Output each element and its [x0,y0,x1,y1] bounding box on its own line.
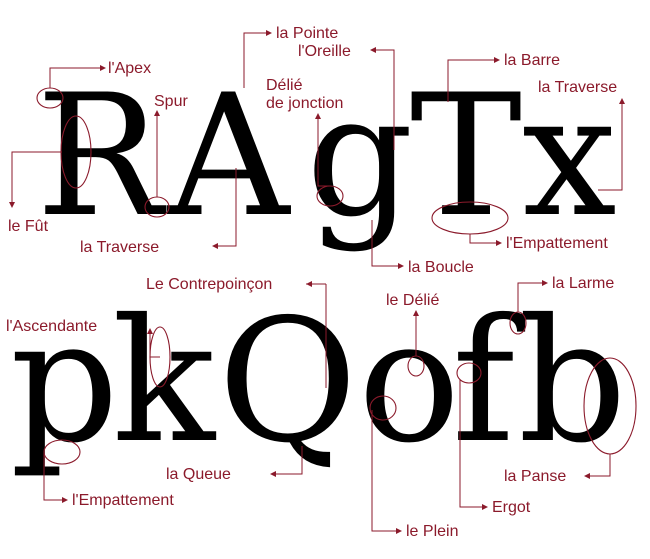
glyph-T: T [410,58,522,254]
label-empattement-top: l'Empattement [506,235,608,252]
arrow-apex [100,65,106,71]
leader-ergot [459,380,486,508]
label-plein: le Plein [406,523,458,540]
leader-traverse-top [598,100,623,191]
annotation-labels: l'Apex la Pointe l'Oreille la Barre la T… [6,25,617,540]
arrow-oreille [370,47,376,53]
label-boucle: la Boucle [408,259,474,276]
leader-empattement-bottom [43,452,66,501]
leader-delie-jonction [317,115,330,187]
glyph-row-bottom: p k Q o f b [10,283,627,481]
leader-ascendante [149,330,160,358]
leader-oreille [372,49,395,150]
glyph-g: g [306,58,414,254]
arrow-larme [542,280,548,286]
label-traverse-bottom: la Traverse [80,239,159,256]
leader-panse [586,454,611,477]
label-queue: la Queue [166,466,231,483]
glyph-Q: Q [218,283,357,481]
arrow-ergot [482,504,488,510]
label-delie-jonction-line2: de jonction [266,95,343,112]
leader-empattement-top [469,234,500,244]
label-delie: le Délié [386,292,439,309]
leader-barre [447,59,498,102]
leader-queue [272,446,303,475]
label-pointe: la Pointe [276,25,338,42]
arrow-empattement-bottom [62,497,68,503]
arrow-spur [154,110,160,116]
glyph-b: b [518,283,627,481]
label-apex: l'Apex [108,60,151,77]
leader-larme [517,282,546,312]
arrow-fut [9,202,15,208]
glyph-row-top: R A g T x [36,58,617,254]
arrowheads [9,30,625,534]
label-panse: la Panse [504,468,566,485]
leader-boucle [371,220,402,267]
arrow-queue [270,471,276,477]
leader-plein [371,410,400,532]
arrow-traverse-bottom [212,243,218,249]
arrow-traverse-top [619,98,625,104]
leader-fut [11,151,62,205]
arrow-boucle [398,263,404,269]
arrow-delie-jonction [315,113,321,119]
glyph-o: o [358,283,460,481]
leader-traverse-bottom [214,168,237,247]
label-traverse-top: la Traverse [538,79,617,96]
leader-lines [11,32,623,532]
label-spur: Spur [154,93,188,110]
label-fut: le Fût [8,218,49,235]
glyph-R: R [36,58,167,254]
label-ergot: Ergot [492,499,531,516]
glyph-A: A [167,58,291,254]
label-ascendante: l'Ascendante [6,318,97,335]
label-delie-jonction-line1: Délié [266,77,303,94]
label-empattement-bottom: l'Empattement [72,492,174,509]
leader-apex [49,67,104,88]
arrow-pointe [266,30,272,36]
label-larme: la Larme [552,275,614,292]
label-contrepoincon: Le Contrepoinçon [146,276,272,293]
label-barre: la Barre [504,52,560,69]
arrow-empattement-top [496,240,502,246]
ring-plein [369,395,397,421]
label-oreille: l'Oreille [298,43,351,60]
arrow-ascendante [147,328,153,334]
arrow-panse [584,473,590,479]
glyph-p: p [10,283,119,481]
ring-ergot [456,362,482,384]
arrow-delie [413,310,419,316]
glyph-x: x [522,58,617,254]
arrow-barre [494,57,500,63]
leader-pointe [243,32,270,88]
arrow-plein [396,528,402,534]
glyph-k: k [112,283,217,481]
